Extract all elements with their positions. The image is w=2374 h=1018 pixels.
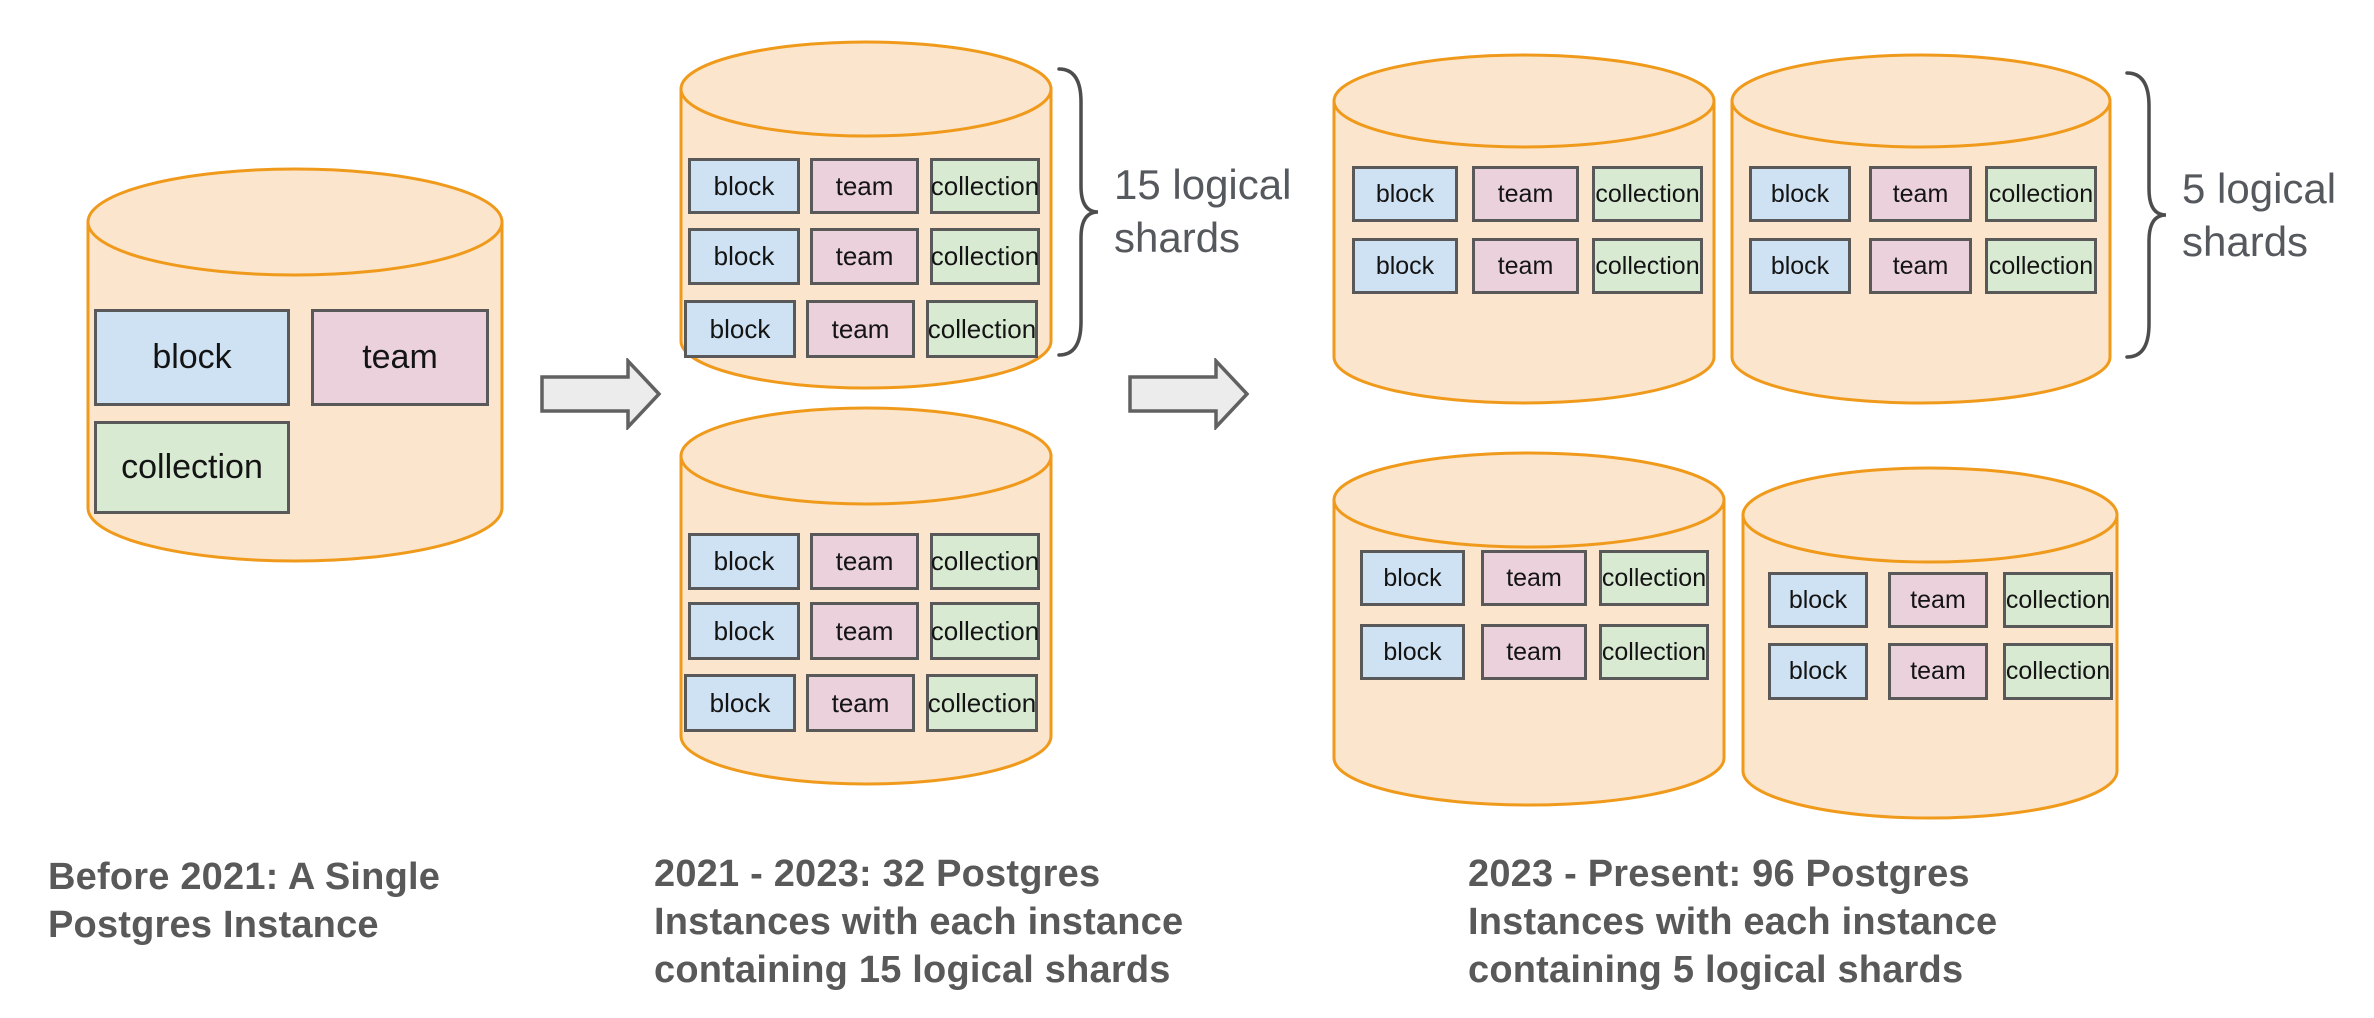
collection-table: collection bbox=[1599, 550, 1709, 606]
shard-count-label: 15 logical shards bbox=[1114, 158, 1354, 264]
shard-label-line: 5 logical bbox=[2182, 165, 2337, 212]
team-table: team bbox=[806, 300, 915, 358]
team-table: team bbox=[1888, 643, 1988, 700]
collection-table: collection bbox=[1599, 624, 1709, 680]
team-table: team bbox=[1869, 238, 1972, 294]
caption-line: Postgres Instance bbox=[48, 904, 379, 946]
shard-label-line: 15 logical bbox=[1114, 161, 1292, 208]
transition-arrow-icon bbox=[1128, 356, 1250, 435]
block-table: block bbox=[688, 533, 800, 590]
collection-table: collection bbox=[2003, 643, 2113, 700]
shard-count-brace bbox=[2124, 70, 2168, 365]
block-table: block bbox=[684, 674, 796, 732]
block-table: block bbox=[1749, 166, 1851, 222]
team-table: team bbox=[1472, 238, 1579, 294]
caption-line: containing 15 logical shards bbox=[654, 949, 1171, 991]
collection-table: collection bbox=[930, 158, 1040, 214]
shard-cylinder-top-right bbox=[1730, 53, 2112, 405]
team-table: team bbox=[810, 533, 919, 590]
team-table: team bbox=[1869, 166, 1972, 222]
collection-table: collection bbox=[1985, 166, 2097, 222]
shard-label-line: shards bbox=[1114, 214, 1241, 261]
collection-table: collection bbox=[1592, 166, 1703, 222]
stage-caption: Before 2021: A Single Postgres Instance bbox=[48, 853, 528, 949]
collection-table: collection bbox=[94, 421, 290, 514]
block-table: block bbox=[1352, 238, 1458, 294]
stage-caption: 2023 - Present: 96 Postgres Instances wi… bbox=[1468, 850, 2068, 994]
block-table: block bbox=[1768, 643, 1868, 700]
caption-line: 2021 - 2023: 32 Postgres bbox=[654, 853, 1101, 895]
block-table: block bbox=[688, 228, 800, 285]
stage-caption: 2021 - 2023: 32 Postgres Instances with … bbox=[654, 850, 1254, 994]
collection-table: collection bbox=[1985, 238, 2097, 294]
block-table: block bbox=[1360, 550, 1465, 606]
collection-table: collection bbox=[1592, 238, 1703, 294]
team-table: team bbox=[810, 228, 919, 285]
team-table: team bbox=[806, 674, 915, 732]
shard-count-brace bbox=[1056, 66, 1100, 363]
team-table: team bbox=[1472, 166, 1579, 222]
team-table: team bbox=[1481, 550, 1587, 606]
collection-table: collection bbox=[2003, 572, 2113, 628]
block-table: block bbox=[684, 300, 796, 358]
collection-table: collection bbox=[930, 533, 1040, 590]
caption-line: Instances with each instance bbox=[1468, 901, 1998, 943]
caption-line: Instances with each instance bbox=[654, 901, 1184, 943]
team-table: team bbox=[810, 158, 919, 214]
collection-table: collection bbox=[930, 602, 1040, 660]
collection-table: collection bbox=[926, 300, 1038, 358]
team-table: team bbox=[810, 602, 919, 660]
team-table: team bbox=[1481, 624, 1587, 680]
caption-line: containing 5 logical shards bbox=[1468, 949, 1964, 991]
block-table: block bbox=[1749, 238, 1851, 294]
team-table: team bbox=[311, 309, 489, 406]
block-table: block bbox=[1768, 572, 1868, 628]
block-table: block bbox=[688, 602, 800, 660]
shard-label-line: shards bbox=[2182, 218, 2309, 265]
caption-line: 2023 - Present: 96 Postgres bbox=[1468, 853, 1970, 895]
block-table: block bbox=[688, 158, 800, 214]
block-table: block bbox=[1360, 624, 1465, 680]
transition-arrow-icon bbox=[540, 356, 662, 435]
collection-table: collection bbox=[930, 228, 1040, 285]
team-table: team bbox=[1888, 572, 1988, 628]
block-table: block bbox=[94, 309, 290, 406]
shard-count-label: 5 logical shards bbox=[2182, 162, 2374, 268]
shard-cylinder-top-left bbox=[1332, 53, 1716, 405]
caption-line: Before 2021: A Single bbox=[48, 856, 441, 898]
collection-table: collection bbox=[926, 674, 1038, 732]
block-table: block bbox=[1352, 166, 1458, 222]
